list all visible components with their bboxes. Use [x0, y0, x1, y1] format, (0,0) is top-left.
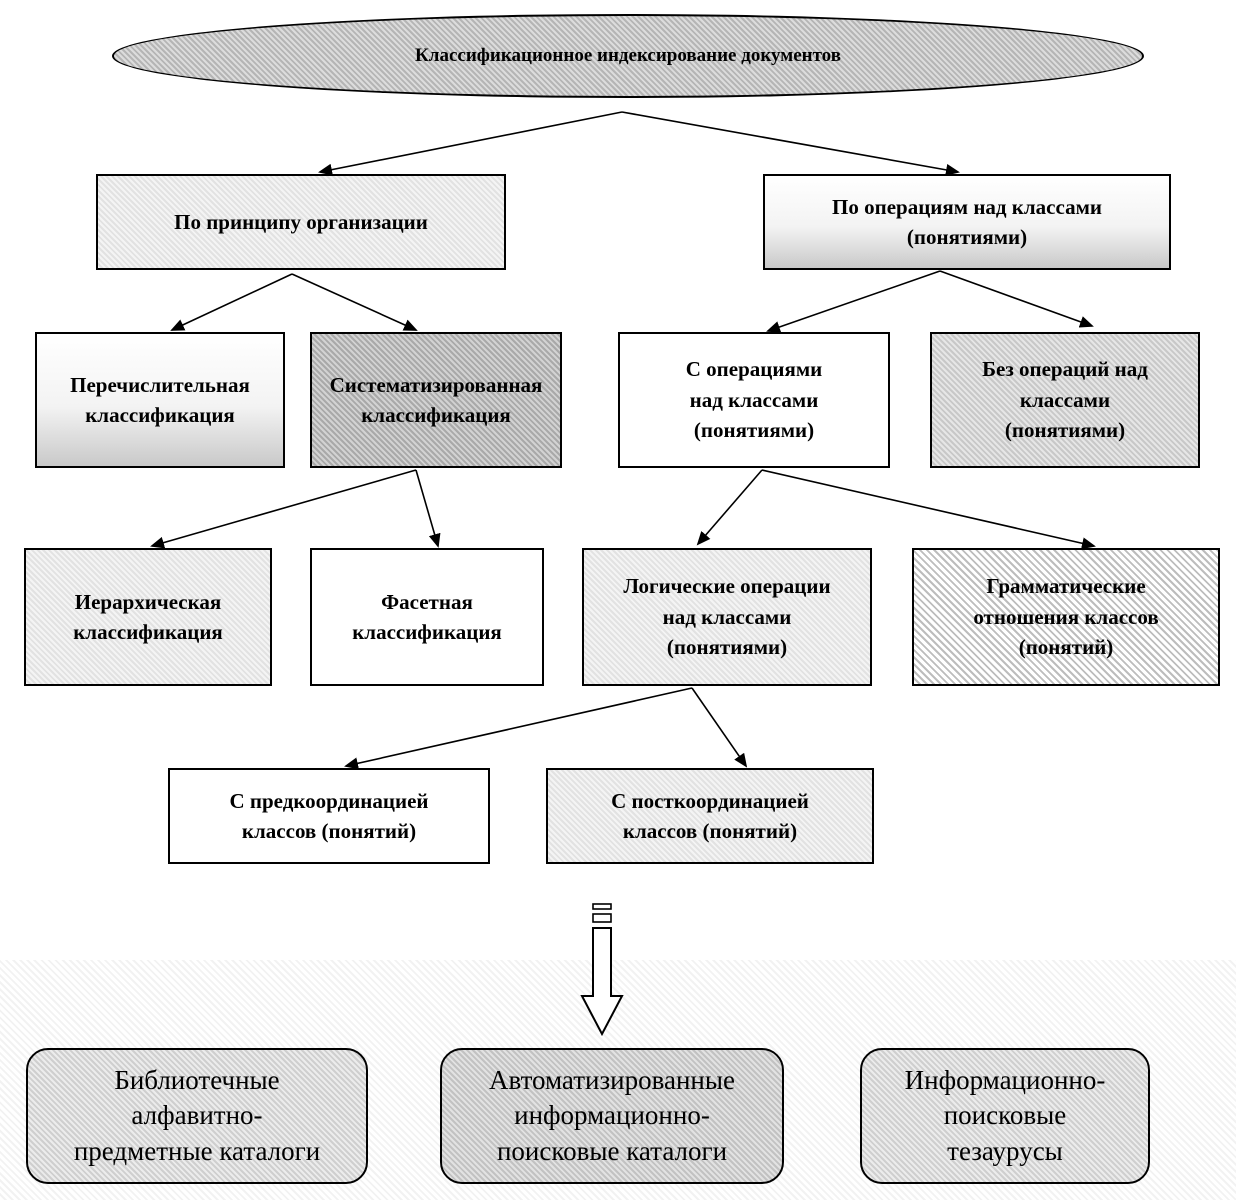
- node-label: над классами: [662, 604, 792, 629]
- node-label: Грамматические: [986, 574, 1146, 599]
- node-label: Логические операции: [623, 574, 831, 599]
- node-label: классификация: [85, 403, 235, 427]
- node-systematized-classification: Систематизированная классификация: [310, 332, 562, 468]
- node-label: Иерархическая: [74, 589, 222, 614]
- node-faceted-classification: Фасетная классификация: [310, 548, 544, 686]
- node-label: отношения классов: [973, 604, 1159, 629]
- node-by-organization-principle: По принципу организации: [96, 174, 506, 270]
- node-hierarchical-classification: Иерархическая классификация: [24, 548, 272, 686]
- arrow-logical-to-postcoordination: [691, 687, 748, 768]
- node-label: (понятиями): [693, 418, 815, 443]
- output-label: поисковые: [943, 1100, 1067, 1131]
- node-by-class-operations: По операциям над классами (понятиями): [763, 174, 1171, 270]
- node-label: С посткоординацией: [611, 788, 809, 813]
- output-label: Библиотечные: [114, 1065, 280, 1096]
- node-label: классов (понятий): [622, 819, 798, 843]
- node-label: Перечислительная: [70, 372, 250, 397]
- node-label: По операциям над классами: [832, 194, 1102, 219]
- output-label: тезаурусы: [947, 1135, 1063, 1166]
- node-label: (понятиями): [666, 635, 788, 660]
- node-label: над классами: [689, 387, 819, 412]
- node-precoordination: С предкоординацией классов (понятий): [168, 768, 490, 864]
- arrow-root-to-right: [621, 111, 960, 176]
- node-label: классификация: [361, 403, 511, 427]
- arrow-with-ops-to-logical: [696, 469, 763, 546]
- root-node: Классификационное индексирование докумен…: [112, 14, 1144, 98]
- arrow-root-to-left: [318, 111, 623, 176]
- node-label: С предкоординацией: [229, 788, 429, 813]
- node-label: (понятий): [1018, 635, 1114, 660]
- node-label: С операциями: [685, 357, 823, 382]
- output-thesauri: Информационно- поисковые тезаурусы: [860, 1048, 1150, 1184]
- output-label: поисковые каталоги: [496, 1135, 728, 1166]
- output-label: алфавитно-: [131, 1100, 263, 1131]
- node-label: (понятиями): [1004, 418, 1126, 443]
- node-label: классификация: [352, 620, 502, 644]
- arrow-logical-to-precoordination: [344, 687, 693, 770]
- arrow-left-to-systematized: [291, 273, 418, 331]
- arrow-left-to-enumerative: [170, 273, 293, 331]
- output-label: Информационно-: [904, 1065, 1106, 1096]
- node-label: классов (понятий): [241, 819, 417, 843]
- node-postcoordination: С посткоординацией классов (понятий): [546, 768, 874, 864]
- node-label: (понятиями): [906, 225, 1028, 249]
- arrow-systematized-to-hierarchical: [150, 469, 417, 549]
- root-label: Классификационное индексирование докумен…: [415, 45, 841, 66]
- node-enumerative-classification: Перечислительная классификация: [35, 332, 285, 468]
- arrow-right-to-without-ops: [939, 270, 1094, 328]
- node-without-class-operations: Без операций над классами (понятиями): [930, 332, 1200, 468]
- output-label: предметные каталоги: [73, 1135, 321, 1166]
- arrow-systematized-to-faceted: [415, 469, 441, 548]
- arrow-with-ops-to-grammatical: [761, 469, 1096, 550]
- arrow-right-to-with-ops: [766, 270, 941, 333]
- output-library-catalogs: Библиотечные алфавитно- предметные катал…: [26, 1048, 368, 1184]
- node-grammatical-relations: Грамматические отношения классов (поняти…: [912, 548, 1220, 686]
- output-label: Автоматизированные: [489, 1065, 735, 1096]
- node-label: классификация: [73, 620, 223, 644]
- node-logical-operations: Логические операции над классами (поняти…: [582, 548, 872, 686]
- output-automated-catalogs: Автоматизированные информационно- поиско…: [440, 1048, 784, 1184]
- node-with-class-operations: С операциями над классами (понятиями): [618, 332, 890, 468]
- node-label: Систематизированная: [329, 372, 543, 397]
- down-arrow-icon: [580, 903, 624, 1037]
- node-label: классами: [1019, 387, 1111, 412]
- node-label: По принципу организации: [174, 209, 428, 234]
- node-label: Фасетная: [381, 589, 473, 614]
- output-label: информационно-: [514, 1100, 710, 1131]
- node-label: Без операций над: [982, 357, 1148, 382]
